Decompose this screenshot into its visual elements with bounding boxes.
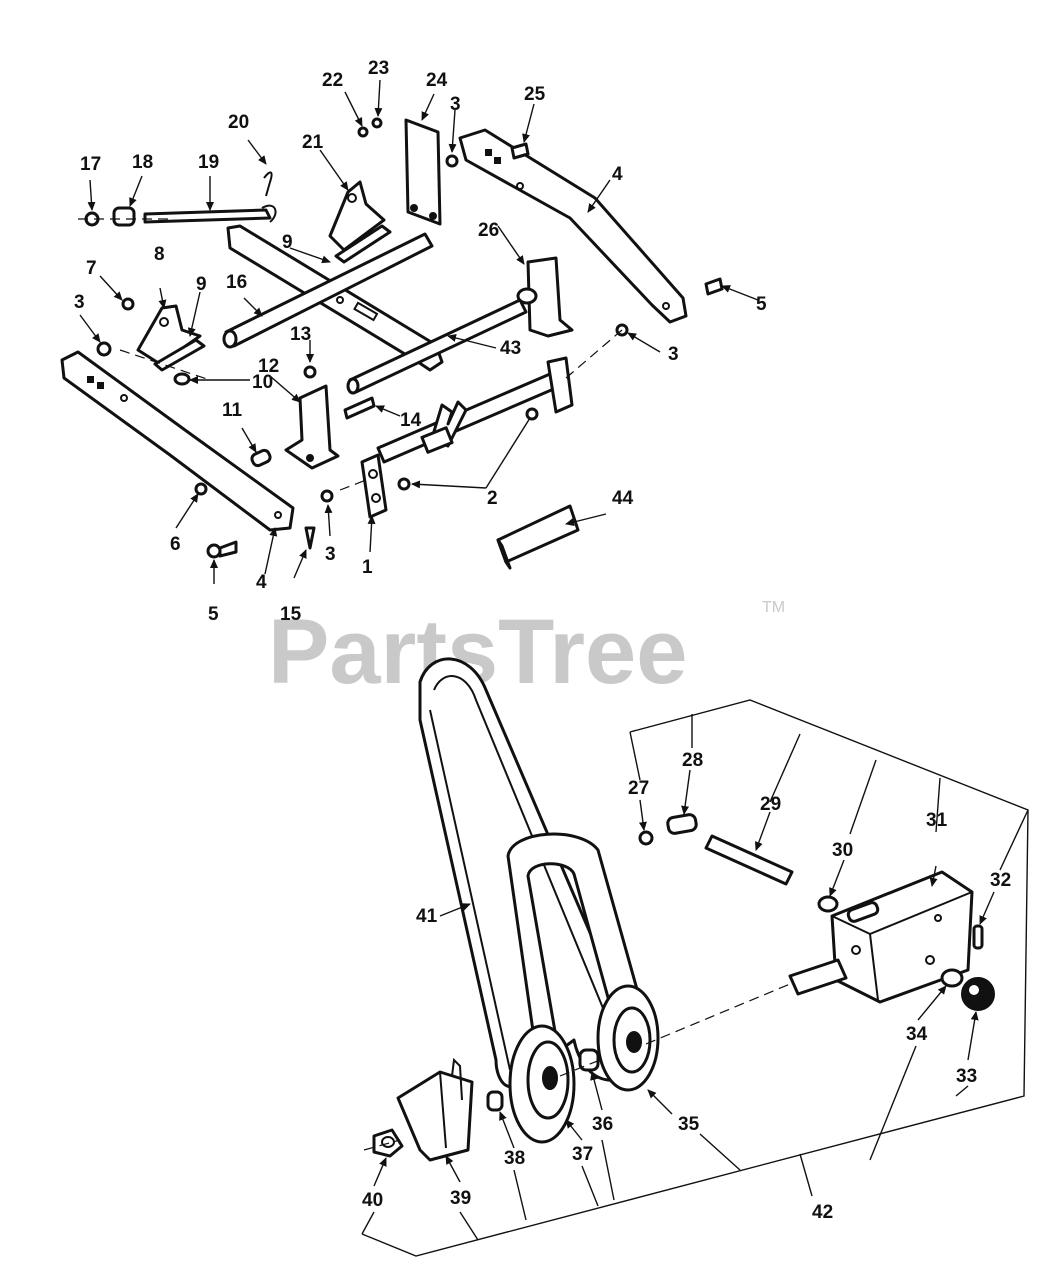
bracket-12 <box>284 384 340 470</box>
callout-36: 36 <box>592 1114 613 1135</box>
callout-30: 30 <box>832 840 853 861</box>
shaft-assembly <box>360 356 574 519</box>
callout-1: 1 <box>362 557 373 578</box>
callout-9: 9 <box>282 232 293 253</box>
callout-20: 20 <box>228 112 249 133</box>
callout-8: 8 <box>154 244 165 265</box>
callout-18: 18 <box>132 152 153 173</box>
stub-shaft <box>788 958 848 996</box>
callout-labels: 1 2 3 3 3 3 4 4 5 5 6 7 8 9 9 10 11 12 1… <box>74 58 1011 1223</box>
callout-12: 12 <box>258 356 279 377</box>
watermark-trademark: TM <box>762 599 785 616</box>
callout-40: 40 <box>362 1190 383 1211</box>
washer-34 <box>940 968 964 988</box>
callout-31: 31 <box>926 810 948 831</box>
callout-37: 37 <box>572 1144 593 1165</box>
callout-5: 5 <box>208 604 219 625</box>
callout-3: 3 <box>668 344 679 365</box>
callout-24: 24 <box>426 70 448 91</box>
bracket-26 <box>516 256 574 338</box>
callout-21: 21 <box>302 132 324 153</box>
callout-28: 28 <box>682 750 703 771</box>
rod-43 <box>346 298 528 395</box>
callout-43: 43 <box>500 338 521 359</box>
callout-4: 4 <box>612 164 623 185</box>
leader-lines <box>79 79 1029 1241</box>
guard-39 <box>396 1057 474 1162</box>
callout-7: 7 <box>86 258 97 279</box>
callout-15: 15 <box>280 604 302 625</box>
spacer-36 <box>578 1048 600 1072</box>
frame-arm-right <box>458 128 688 324</box>
callout-25: 25 <box>524 84 546 105</box>
callout-33: 33 <box>956 1066 977 1087</box>
shaft-29 <box>704 834 794 886</box>
callout-27: 27 <box>628 778 649 799</box>
bracket-24 <box>404 118 442 226</box>
pulley-37 <box>508 1024 576 1144</box>
callout-3: 3 <box>450 94 461 115</box>
callout-2: 2 <box>487 488 498 509</box>
collar-28 <box>666 813 698 835</box>
callout-16: 16 <box>226 272 247 293</box>
callout-38: 38 <box>504 1148 525 1169</box>
callout-14: 14 <box>400 410 422 431</box>
spacer-38 <box>486 1090 504 1112</box>
callout-23: 23 <box>368 58 389 79</box>
callout-3: 3 <box>74 292 85 313</box>
callout-9: 9 <box>196 274 207 295</box>
boundary-42 <box>361 699 1029 1257</box>
callout-22: 22 <box>322 70 343 91</box>
pulley-35 <box>596 984 660 1092</box>
callout-42: 42 <box>812 1202 833 1223</box>
callout-44: 44 <box>612 488 634 509</box>
callout-32: 32 <box>990 870 1011 891</box>
rod-16 <box>222 232 434 349</box>
callout-17: 17 <box>80 154 101 175</box>
callout-26: 26 <box>478 220 499 241</box>
callout-29: 29 <box>760 794 781 815</box>
callout-19: 19 <box>198 152 219 173</box>
callout-5: 5 <box>756 294 767 315</box>
washer-27 <box>638 830 654 846</box>
gearbox-31 <box>830 870 974 1004</box>
knob-33 <box>961 977 995 1011</box>
callout-35: 35 <box>678 1114 700 1135</box>
pin-32 <box>972 924 984 950</box>
callout-3: 3 <box>325 544 336 565</box>
callout-39: 39 <box>450 1188 471 1209</box>
callout-41: 41 <box>416 906 438 927</box>
plate-21 <box>328 180 392 264</box>
washer-30 <box>817 895 839 913</box>
callout-6: 6 <box>170 534 181 555</box>
bracket-44 <box>496 504 580 570</box>
callout-11: 11 <box>222 400 243 421</box>
frame-arm-left <box>60 350 295 532</box>
callout-4: 4 <box>256 572 267 593</box>
callout-10: 10 <box>252 372 273 393</box>
callout-13: 13 <box>290 324 311 345</box>
cross-bar <box>226 224 444 372</box>
callout-34: 34 <box>906 1024 928 1045</box>
